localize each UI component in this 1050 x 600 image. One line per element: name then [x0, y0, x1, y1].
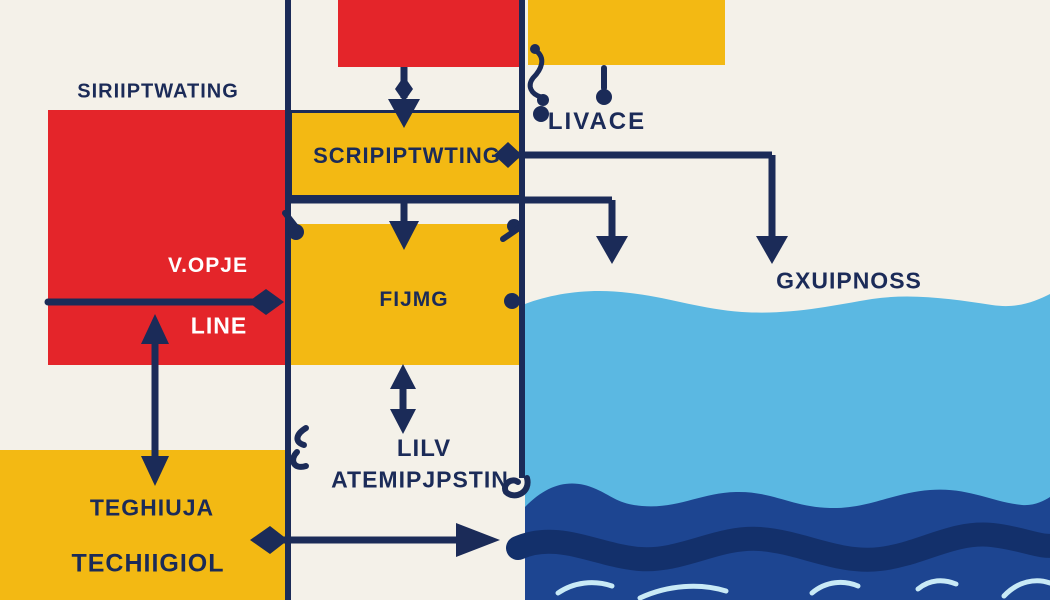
diamond-midpoint	[395, 76, 413, 102]
ink-dot	[533, 106, 549, 122]
teghiuja-label: TEGHIUJA	[89, 494, 215, 521]
atemipjpstin-label: ATEMIPJPSTIN	[331, 466, 509, 493]
down-arrowhead	[596, 236, 628, 264]
top-red-box	[338, 0, 522, 67]
down-arrowhead	[756, 236, 788, 264]
sea-waves	[506, 291, 1050, 600]
lilv-label: LILV	[396, 435, 452, 462]
vopje-label: V.OPJE	[168, 254, 248, 277]
fijmg-label: FIJMG	[379, 288, 449, 311]
line-label: LINE	[190, 312, 248, 339]
livace-label: LIVACE	[547, 108, 647, 135]
sea-dark-band	[506, 522, 1050, 572]
sea-foam-strokes	[555, 578, 1050, 600]
down-arrowhead	[390, 409, 416, 434]
up-arrowhead	[390, 364, 416, 389]
right-arrowhead	[456, 523, 500, 557]
techiigiol-label: TECHIIGIOL	[71, 549, 225, 578]
ink-dot	[537, 94, 549, 106]
sea-deep	[525, 483, 1050, 600]
gxuipnoss-label: GXUIPNOSS	[776, 267, 922, 294]
ink-dot	[596, 89, 612, 105]
sea-surface	[525, 291, 1050, 600]
scripting-box-label: SCRIPIPTWTING	[313, 143, 501, 168]
top-yellow-box	[528, 0, 725, 65]
siriiptwating-label: SIRIIPTWATING	[77, 80, 239, 103]
main-red-box	[48, 110, 288, 365]
